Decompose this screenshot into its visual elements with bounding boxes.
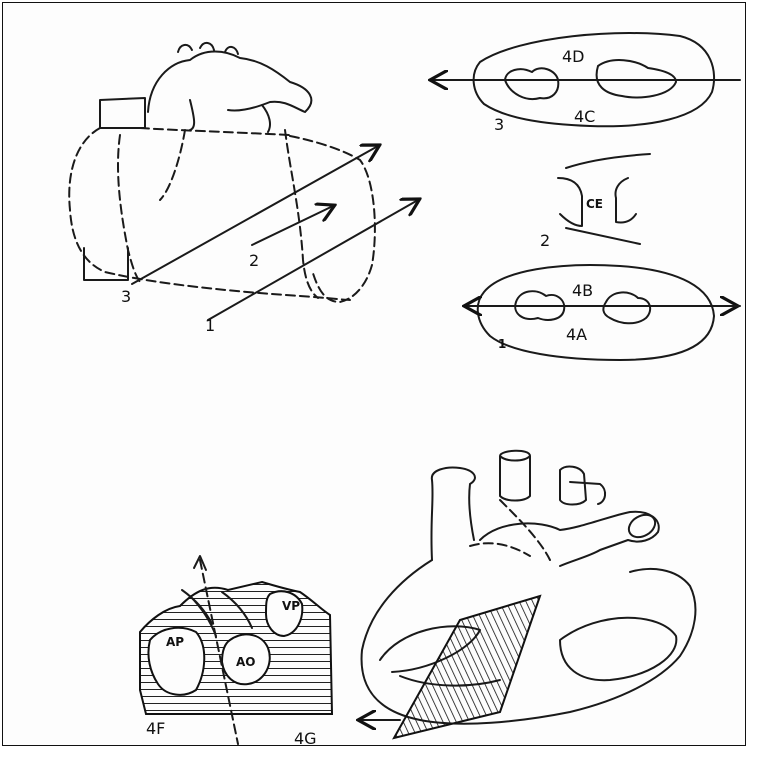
sec1-top-label: 4B — [572, 281, 593, 300]
ap-label: AP — [166, 635, 184, 649]
section-1: 4B 4A 1 — [466, 265, 740, 360]
cut2-label: 2 — [249, 251, 259, 270]
sec2-ce-label: CE — [586, 197, 603, 211]
section-2: CE 2 — [540, 154, 650, 250]
cut1-label: 1 — [205, 316, 215, 335]
anterior-heart: 3 2 1 — [69, 43, 418, 335]
cut3-label: 3 — [121, 287, 131, 306]
sec3-number: 3 — [494, 115, 504, 134]
section-3: 4D 4C 3 — [432, 33, 740, 134]
sagittal-section: VP AP AO 4F 4G — [140, 556, 332, 748]
4g-label: 4G — [294, 729, 317, 748]
oblique-heart — [360, 451, 695, 738]
sec1-number: 1 — [498, 337, 506, 351]
ao-label: AO — [236, 655, 256, 669]
sec2-number: 2 — [540, 231, 550, 250]
4f-label: 4F — [146, 719, 165, 738]
sec1-bottom-label: 4A — [566, 325, 587, 344]
sec3-top-label: 4D — [562, 47, 585, 66]
sec3-bottom-label: 4C — [574, 107, 595, 126]
vp-label: VP — [282, 599, 300, 613]
